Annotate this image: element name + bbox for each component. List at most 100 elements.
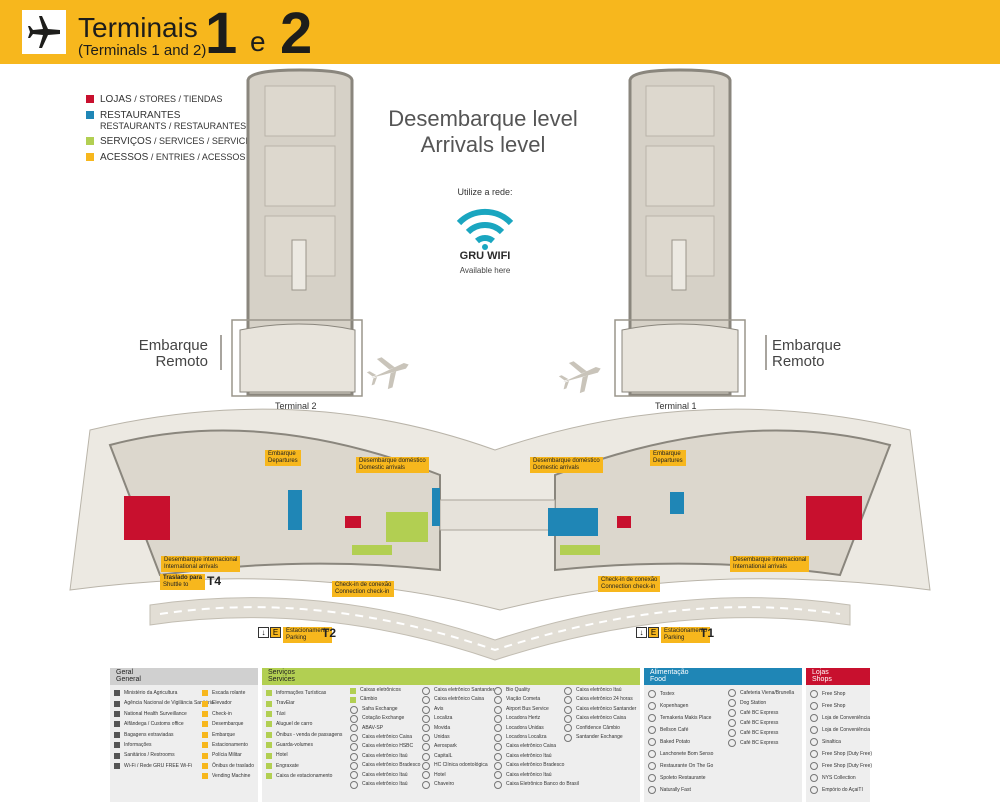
tag-pt: Estacionamento	[664, 628, 708, 634]
list-item: Sanitários / Restrooms	[114, 750, 214, 760]
list-item: Vending Machine	[202, 771, 254, 781]
legend-sub: / ENTRIES / ACESSOS	[148, 152, 246, 162]
tag-pt: Desembarque internacional	[164, 557, 238, 563]
legend-sub: RESTAURANTS / RESTAURANTES	[100, 121, 247, 131]
footer-services-col3: Caixa eletrônico Santander Caixa eletrôn…	[422, 686, 494, 789]
list-item: Caixas eletrônicos	[350, 686, 420, 695]
legend-item-stores: LOJAS / STORES / TIENDAS	[86, 94, 261, 105]
list-item: Caixa eletrônico Itaú	[350, 752, 420, 761]
footer-title: Lojas	[812, 669, 829, 676]
list-item: Caixa de estacionamento	[266, 771, 342, 781]
list-item: Táxi	[266, 709, 342, 719]
level-title-pt: Desembarque level	[388, 106, 578, 131]
list-item: Alfândega / Customs office	[114, 719, 214, 729]
tag-en: International arrivals	[164, 564, 219, 570]
list-item: CapitalL	[422, 752, 494, 761]
list-item: Guarda-volumes	[266, 740, 342, 750]
tag-pt: Check-in de conexão	[335, 582, 392, 588]
tag-pt: Check-in de conexão	[601, 577, 658, 583]
tag-pt: Embarque	[268, 451, 296, 457]
list-item: Caixa eletrônico Santander	[422, 686, 494, 695]
list-item: Chaveiro	[422, 780, 494, 789]
list-item: Naturally Fast	[648, 784, 713, 796]
list-item: Check-in	[202, 709, 254, 719]
remote-right-line1: Embarque	[772, 337, 842, 354]
list-item: Baked Potato	[648, 736, 713, 748]
parking-e-icon: E	[648, 627, 659, 638]
legend-swatch-yellow	[86, 153, 94, 161]
list-item: Free Shop	[810, 688, 872, 700]
list-item: Empório do AçaiTI	[810, 784, 872, 796]
footer-title: Alimentação	[650, 669, 689, 676]
footer-title-en: Food	[650, 676, 666, 683]
terminal-1-label: Terminal 1	[655, 401, 697, 411]
footer-title: Geral	[116, 669, 134, 676]
list-item: Ministério da Agricultura	[114, 688, 214, 698]
list-item: Locadora Localiza	[494, 733, 579, 742]
list-item: Locadora Hertz	[494, 714, 579, 723]
tag-en: International arrivals	[733, 564, 788, 570]
list-item: Caixa eletrônico HSBC	[350, 742, 420, 752]
list-item: Locadora Unidas	[494, 724, 579, 733]
legend-swatch-green	[86, 137, 94, 145]
remote-left-line2: Remoto	[155, 353, 208, 370]
list-item: Embarque	[202, 730, 254, 740]
wifi-caption: Utilize a rede:	[457, 187, 513, 197]
list-item: National Health Surveillance	[114, 709, 214, 719]
list-item: Polícia Militar	[202, 750, 254, 760]
list-item: Elevador	[202, 698, 254, 708]
list-item: Aluguel de carro	[266, 719, 342, 729]
footer-title: Serviços	[268, 669, 295, 676]
list-item: Caixa eletrônico Itaú	[350, 771, 420, 780]
list-item: Caixa eletrônico Itaú	[564, 686, 636, 695]
list-item: HC Clínica odontológica	[422, 761, 494, 770]
parking-arrow-icon: ↓	[636, 627, 647, 638]
tag-en: Departures	[268, 458, 298, 464]
list-item: Caixa eletrônico Caixa	[564, 714, 636, 723]
tag-en: Domestic arrivals	[359, 465, 406, 471]
list-item: Caixa eletrônico Caixa	[350, 733, 420, 742]
level-title: Desembarque level Arrivals level	[368, 106, 598, 158]
footer-title-en: Shops	[812, 676, 832, 683]
footer-general-col1: Ministério da Agricultura Agência Nacion…	[114, 688, 214, 771]
legend-label: ACESSOS	[100, 152, 149, 163]
list-item: Caixa eletrônico Bradesco	[350, 761, 420, 770]
tag-pt: Desembarque doméstico	[359, 458, 426, 464]
list-item: Avis	[422, 705, 494, 714]
list-item: Sinaltica	[810, 736, 872, 748]
list-item: Loja de Conveniência	[810, 712, 872, 724]
parking-t1-terminal: T1	[700, 626, 715, 640]
footer-title-en: General	[116, 676, 141, 683]
list-item: Agência Nacional de Vigilância Sanitária	[114, 698, 214, 708]
list-item: Temakeria Makis Place	[648, 712, 713, 724]
list-item: Caixa eletrônico Itaú	[350, 780, 420, 789]
list-item: Caixa eletrônico 24 horas	[564, 695, 636, 705]
list-item: Safra Exchange	[350, 705, 420, 714]
list-item: Airport Bus Service	[494, 705, 579, 714]
list-item: Lanchonete Bom Senso	[648, 748, 713, 760]
tag-en: Domestic arrivals	[533, 465, 580, 471]
list-item: Restaurante On The Go	[648, 760, 713, 772]
header-terminal-2: 2	[280, 1, 313, 66]
list-item: Ônibus de traslado	[202, 761, 254, 771]
header-subtitle: (Terminals 1 and 2)	[78, 42, 207, 59]
legend-label: RESTAURANTES	[100, 110, 181, 121]
list-item: Wi-Fi / Rede GRU FREE Wi-Fi	[114, 761, 214, 771]
list-item: Cafeteria Viena/Brunella	[728, 688, 794, 698]
header-bar: Terminais (Terminals 1 and 2) 1 e 2	[0, 0, 1000, 66]
legend-item-entries: ACESSOS / ENTRIES / ACESSOS	[86, 152, 261, 163]
list-item: Bio Quality	[494, 686, 579, 695]
remote-right-line2: Remoto	[772, 353, 825, 370]
